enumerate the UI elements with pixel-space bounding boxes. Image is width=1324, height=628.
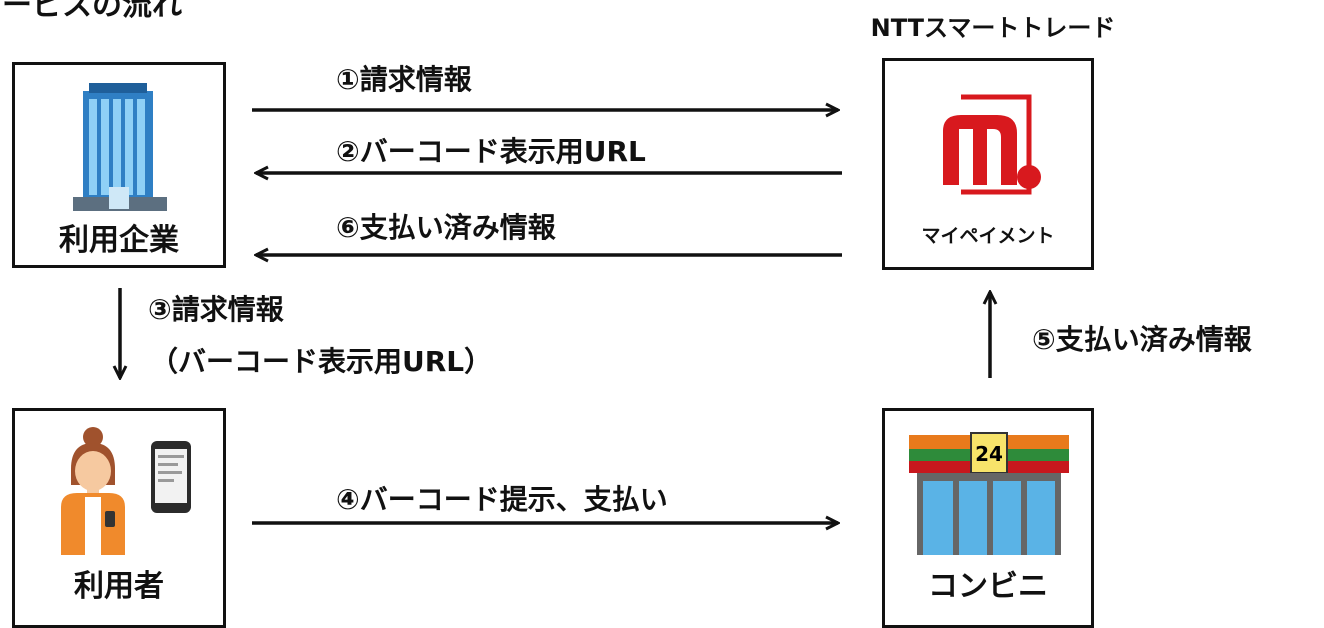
user-box: 利用者	[12, 408, 226, 628]
convenience-store-icon: 24	[909, 432, 1069, 555]
ntt-caption: NTTスマートトレード	[870, 14, 1116, 42]
company-box: 利用企業	[12, 62, 226, 268]
user-label: 利用者	[74, 569, 164, 604]
store-label: コンビニ	[928, 569, 1048, 604]
company-label: 利用企業	[59, 223, 179, 258]
store-box: 24 コンビニ	[882, 408, 1094, 628]
ntt-box: マイペイメント	[882, 58, 1094, 270]
mypayment-logo-text: マイペイメント	[921, 225, 1055, 247]
store-sign-number: 24	[975, 442, 1003, 466]
flow-4-label: ④バーコード提示、支払い	[336, 483, 668, 516]
flow-3-label: ③請求情報	[148, 293, 284, 326]
flow-3-label-line2: （バーコード表示用URL）	[150, 345, 493, 378]
diagram-title: ービスの流れ	[2, 0, 182, 23]
flow-5-label: ⑤支払い済み情報	[1032, 323, 1252, 356]
building-icon	[73, 83, 167, 211]
flow-2-label: ②バーコード表示用URL	[336, 135, 646, 168]
flow-6-label: ⑥支払い済み情報	[336, 211, 556, 244]
person-with-phone-icon	[61, 427, 125, 555]
mypayment-logo	[943, 94, 1041, 195]
smartphone-icon	[151, 441, 191, 513]
flow-1-label: ①請求情報	[336, 63, 472, 96]
